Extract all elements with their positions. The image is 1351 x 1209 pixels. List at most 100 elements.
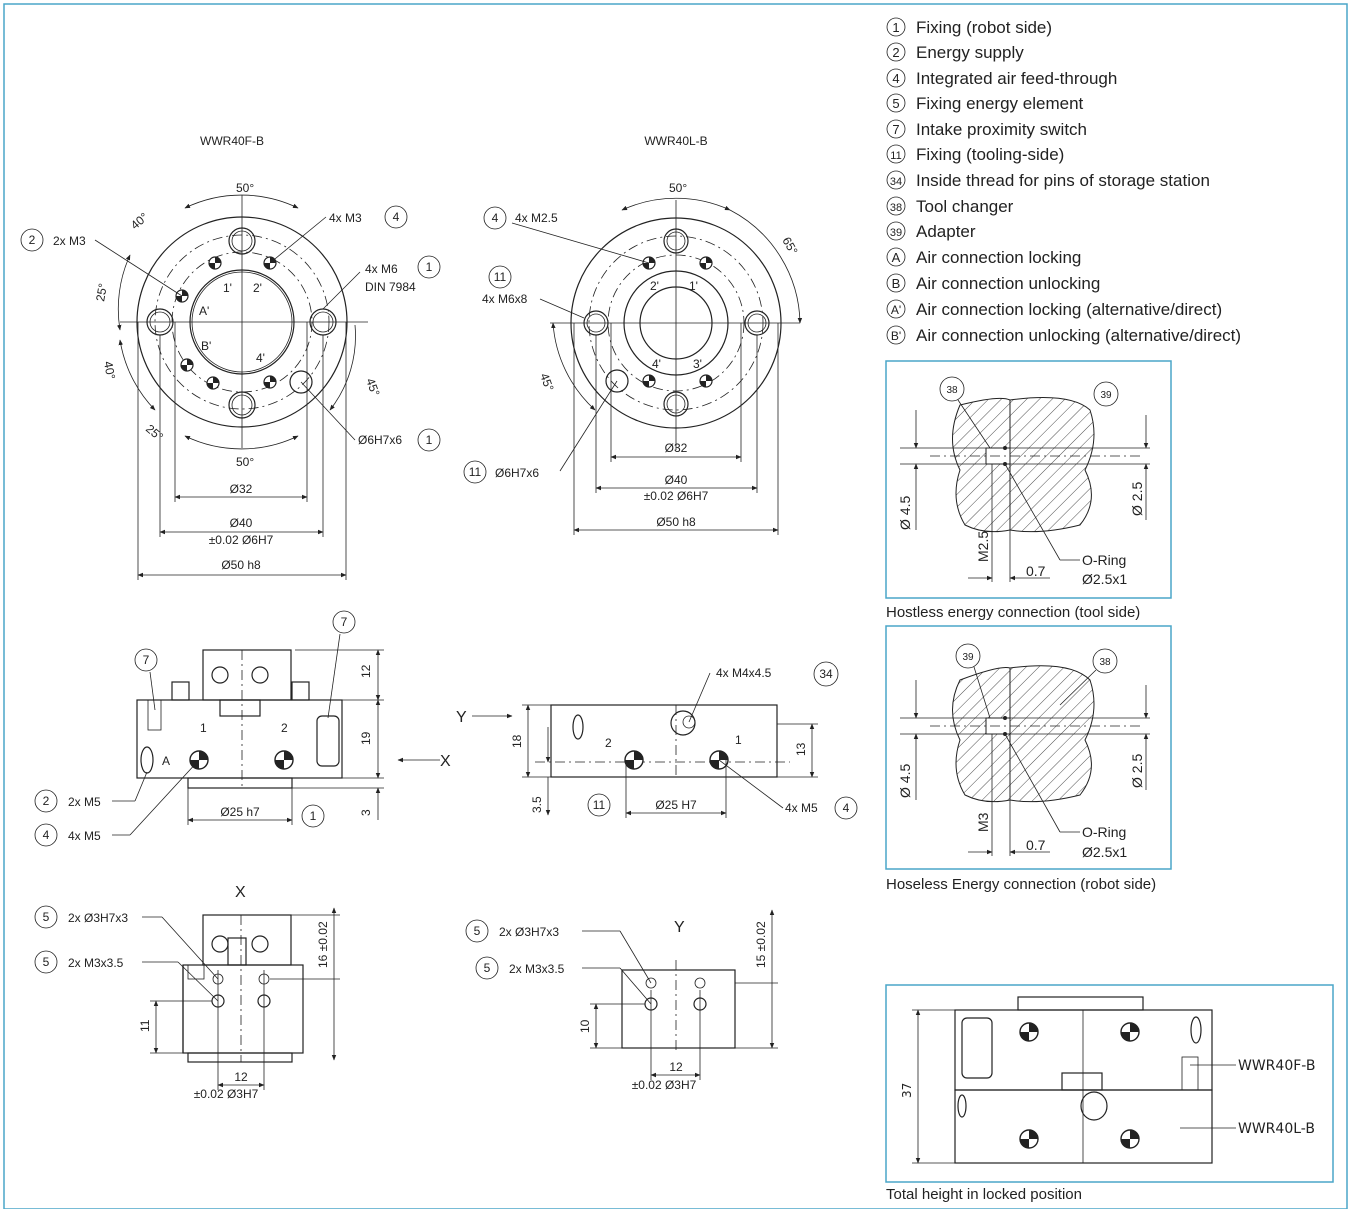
legend-item-a-prime: A'Air connection locking (alternative/di… [886, 299, 1222, 319]
dimension-label: 0.7 [1026, 563, 1046, 579]
legend-text: Fixing energy element [916, 94, 1084, 113]
port-label: 2' [650, 279, 659, 293]
callout-number: 7 [143, 653, 150, 667]
port-label: 1' [689, 279, 698, 293]
port-label: 3' [693, 357, 702, 371]
dimension-label: Ø 4.5 [897, 496, 913, 530]
callout-text: 4x M6x8 [482, 292, 528, 306]
dimension-label: Ø25 h7 [220, 805, 260, 819]
legend-marker: 5 [892, 96, 899, 111]
detail-frame [885, 625, 1172, 870]
dimension-label: Ø40 [665, 473, 688, 487]
legend-text: Air connection locking (alternative/dire… [916, 300, 1222, 319]
dimension-label: Ø 4.5 [897, 764, 913, 798]
callout-number: 38 [1099, 657, 1111, 668]
legend-item-11: 11 Fixing (tooling-side) [886, 144, 1064, 164]
callout-text: 2x M3 [53, 234, 86, 248]
dimension-label: Ø40 [230, 516, 253, 530]
detail-caption: Hoseless Energy connection (robot side) [886, 876, 1156, 893]
legend-text: Integrated air feed-through [916, 69, 1117, 88]
callout-text: 2x M3x3.5 [509, 962, 565, 976]
port-label: 1 [200, 721, 207, 735]
legend-text: Air connection locking [916, 248, 1081, 267]
port-label: 2 [281, 721, 288, 735]
view-wwr40f-side: 1 2 A 7 7 12 19 3 Ø25 h7 1 X 2 2x M5 4 4… [34, 610, 451, 847]
angle-label: 40° [128, 210, 151, 233]
view-x: X 12 ±0.02 Ø3H7 16 ±0.02 11 5 2x Ø3H7x3 … [34, 884, 340, 1101]
callout-text: 4x M5 [785, 801, 818, 815]
dimension-label: 3 [359, 809, 373, 816]
outer-frame [3, 3, 1348, 1209]
callout-text: 2x M5 [68, 795, 101, 809]
legend-text: Fixing (robot side) [916, 18, 1052, 37]
angle-label: 25° [93, 282, 110, 302]
detail-robot-side: Ø 4.5 Ø 2.5 M3 0.7 O-Ring Ø2.5x1 39 38 H… [885, 625, 1172, 893]
view-arrow-x: X [440, 753, 451, 770]
callout-number: 5 [484, 961, 491, 975]
dimension-label: Ø32 [230, 482, 253, 496]
callout-text: DIN 7984 [365, 280, 416, 294]
view-wwr40l-side: 2 1 Y 18 3.5 13 Ø25 H7 11 4x M4x4.5 34 4… [456, 661, 858, 820]
view-y: Y 12 ±0.02 Ø3H7 15 ±0.02 10 5 2x Ø3H7x3 … [465, 909, 778, 1092]
view-wwr40f-top: WWR40F-B 1' 2' A' B' 4' 50° 50° 40° 25° … [20, 134, 441, 580]
legend-text: Air connection unlocking [916, 274, 1100, 293]
dimension-label: 12 [669, 1060, 683, 1074]
detail-frame [885, 360, 1172, 599]
legend-text: Fixing (tooling-side) [916, 145, 1064, 164]
dimension-label: 13 [794, 742, 808, 756]
legend-marker: A [892, 250, 901, 265]
view-title-x: X [235, 884, 246, 901]
dimension-label: 10 [578, 1019, 592, 1033]
locked-position: 37 WWR40F-B WWR40L-B Total height in loc… [885, 984, 1334, 1203]
port-label: B' [201, 339, 211, 353]
angle-label: 50° [236, 455, 254, 469]
part-label: WWR40L-B [1238, 1121, 1315, 1137]
dimension-label: Ø 2.5 [1129, 754, 1145, 788]
angle-label: 45° [363, 376, 382, 398]
legend-text: Intake proximity switch [916, 120, 1087, 139]
dimension-label: 3.5 [530, 796, 544, 813]
dimension-label: 18 [510, 734, 524, 748]
locked-caption: Total height in locked position [886, 1186, 1082, 1203]
legend-item-5: 5 Fixing energy element [886, 93, 1084, 113]
legend-text: Inside thread for pins of storage statio… [916, 171, 1210, 190]
callout-number: 39 [1100, 390, 1112, 401]
dimension-label: M2.5 [975, 531, 991, 562]
legend-item-7: 7 Intake proximity switch [886, 119, 1087, 139]
view-arrow-y: Y [456, 709, 467, 726]
legend-marker: 7 [892, 122, 899, 137]
callout-text: Ø2.5x1 [1082, 844, 1127, 860]
callout-number: 1 [310, 809, 317, 823]
dimension-label: 12 [234, 1070, 248, 1084]
callout-text: 4x M2.5 [515, 211, 558, 225]
callout-text: 2x M3x3.5 [68, 956, 124, 970]
legend-text: Adapter [916, 222, 976, 241]
callout-text: O-Ring [1082, 824, 1126, 840]
dimension-label: ±0.02 Ø6H7 [209, 533, 274, 547]
legend-text: Air connection unlocking (alternative/di… [916, 326, 1241, 345]
dimension-label: 11 [138, 1019, 152, 1032]
callout-number: 11 [494, 270, 507, 284]
legend-marker: 11 [890, 150, 901, 162]
angle-label: 45° [537, 371, 556, 393]
angle-label: 65° [779, 235, 800, 258]
port-label: 1' [223, 281, 232, 295]
callout-number: 4 [393, 210, 400, 224]
legend-text: Tool changer [916, 197, 1014, 216]
legend-item-a: A Air connection locking [886, 247, 1081, 267]
callout-text: Ø6H7x6 [358, 433, 402, 447]
dimension-label: Ø 2.5 [1129, 482, 1145, 516]
port-label: A' [199, 304, 209, 318]
callout-text: 2x Ø3H7x3 [499, 925, 559, 939]
callout-text: 4x M4x4.5 [716, 666, 772, 680]
callout-number: 34 [819, 667, 833, 681]
angle-label: 25° [143, 422, 166, 445]
